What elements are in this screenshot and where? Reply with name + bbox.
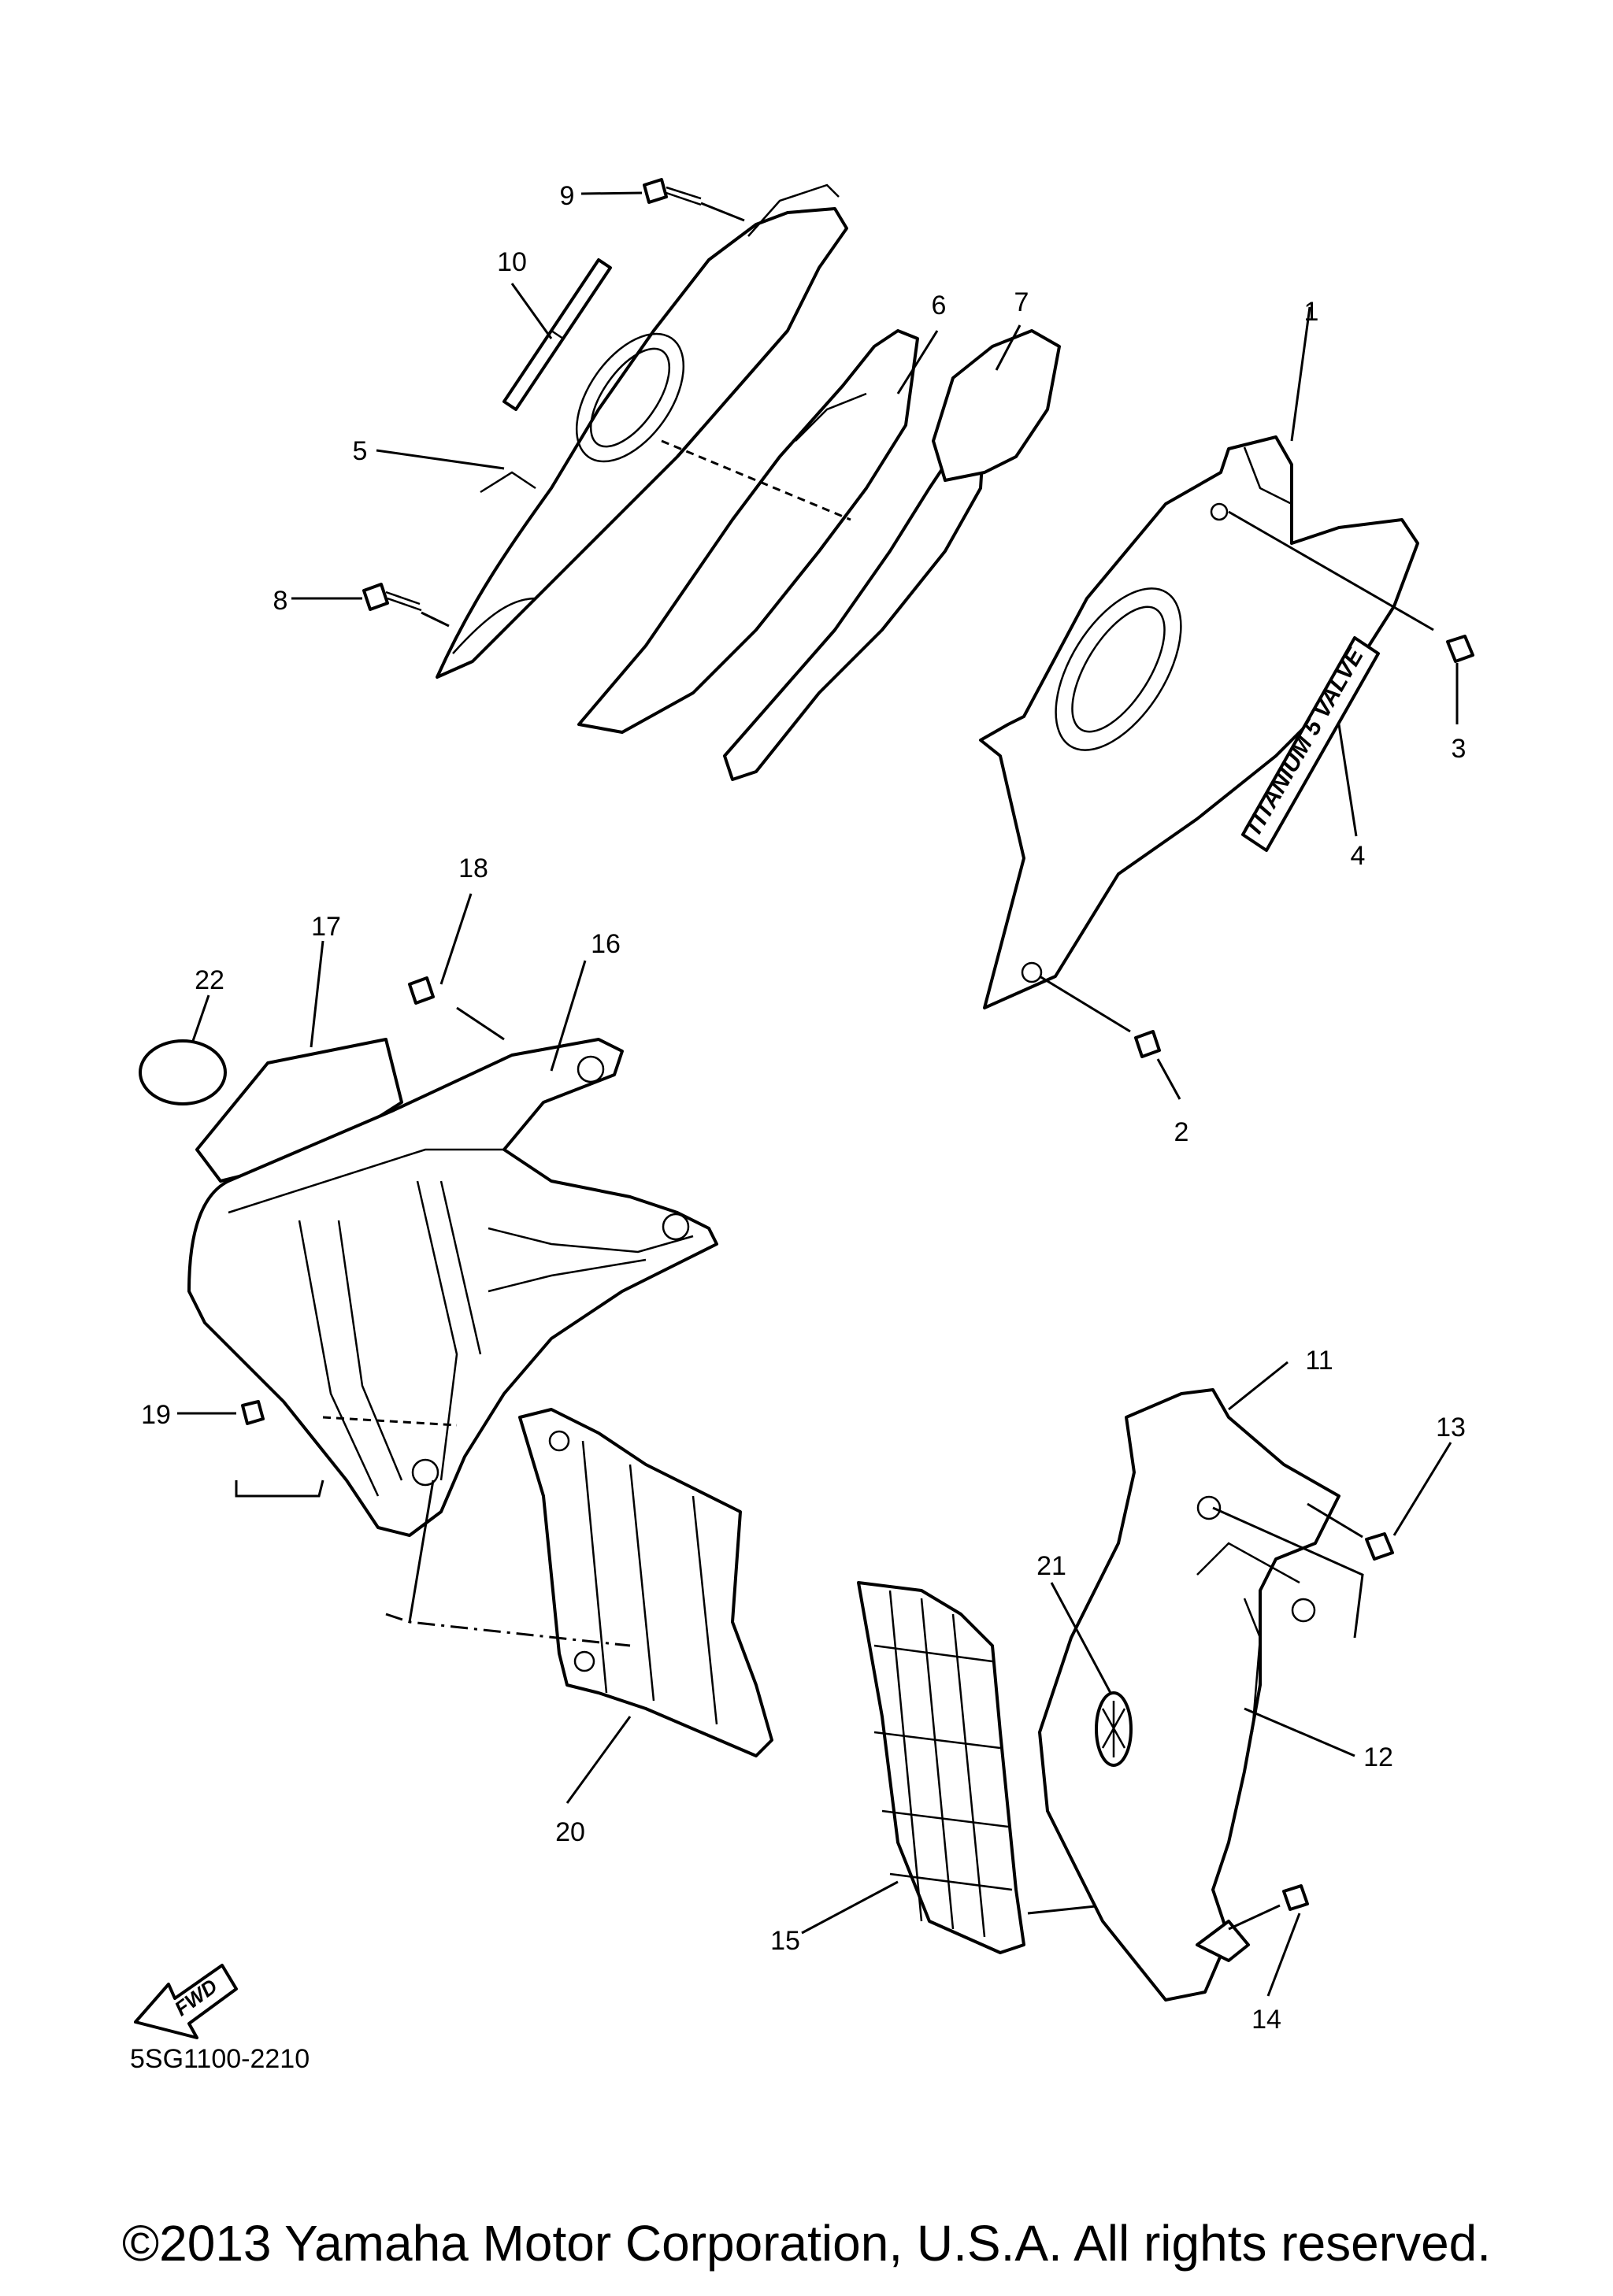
part-2-bolt: [1039, 975, 1161, 1058]
callout-18: 18: [458, 854, 488, 883]
callout-10: 10: [497, 247, 527, 277]
callout-6: 6: [932, 291, 947, 320]
part-17-plate: [195, 1038, 403, 1183]
part-21-yamaha-emblem: [1095, 1691, 1133, 1767]
part-18-bolt: [408, 976, 505, 1041]
callout-8: 8: [273, 586, 288, 616]
callout-3: 3: [1452, 734, 1467, 764]
part-16-shroud: [187, 1038, 718, 1537]
part-19-bolt: [235, 1400, 324, 1498]
callout-2: 2: [1174, 1117, 1189, 1147]
callout-7: 7: [1014, 287, 1029, 317]
callout-5: 5: [353, 436, 368, 466]
callout-9: 9: [560, 181, 575, 211]
part-7-seal: [932, 329, 1061, 482]
part-14-bolt: [1228, 1884, 1309, 1931]
part-15-radiator-guard: [857, 1581, 1103, 1954]
part-3-bolt: [1228, 510, 1474, 663]
part-20-bracket: [385, 1408, 773, 1757]
part-1-side-cover: [979, 435, 1419, 1009]
diagram-code: 5SG1100-2210: [130, 2044, 310, 2074]
part-9-bolt: [643, 178, 745, 222]
callout-14: 14: [1251, 2005, 1281, 2035]
callout-11: 11: [1305, 1346, 1333, 1376]
copyright-notice: ©2013 Yamaha Motor Corporation, U.S.A. A…: [121, 2215, 1492, 2272]
callout-15: 15: [770, 1926, 800, 1956]
callout-13: 13: [1436, 1413, 1466, 1442]
callout-20: 20: [555, 1817, 585, 1847]
part-13-bolt: [1307, 1502, 1394, 1561]
callout-21: 21: [1036, 1551, 1066, 1581]
callout-19: 19: [141, 1400, 171, 1430]
callout-labels: 1 2 3 4 5 6 7 8 9 10 11 12 13 14 15 16 1…: [141, 181, 1466, 2035]
part-11-radiator-shroud: [1038, 1388, 1340, 2002]
callout-17: 17: [311, 912, 341, 942]
part-12-reference: [1212, 1506, 1364, 1639]
callout-4: 4: [1351, 841, 1366, 871]
fwd-arrow-icon: FWD: [134, 1964, 238, 2039]
part-8-bolt: [362, 583, 450, 628]
part-22-emblem: [139, 1039, 227, 1105]
leader-lines: [177, 191, 1459, 1997]
callout-16: 16: [591, 929, 621, 959]
callout-12: 12: [1363, 1742, 1393, 1772]
callout-1: 1: [1304, 297, 1319, 327]
callout-22: 22: [195, 965, 224, 995]
part-5-side-cover-inner: [436, 183, 848, 679]
part-10-decal-strip: [502, 258, 612, 411]
